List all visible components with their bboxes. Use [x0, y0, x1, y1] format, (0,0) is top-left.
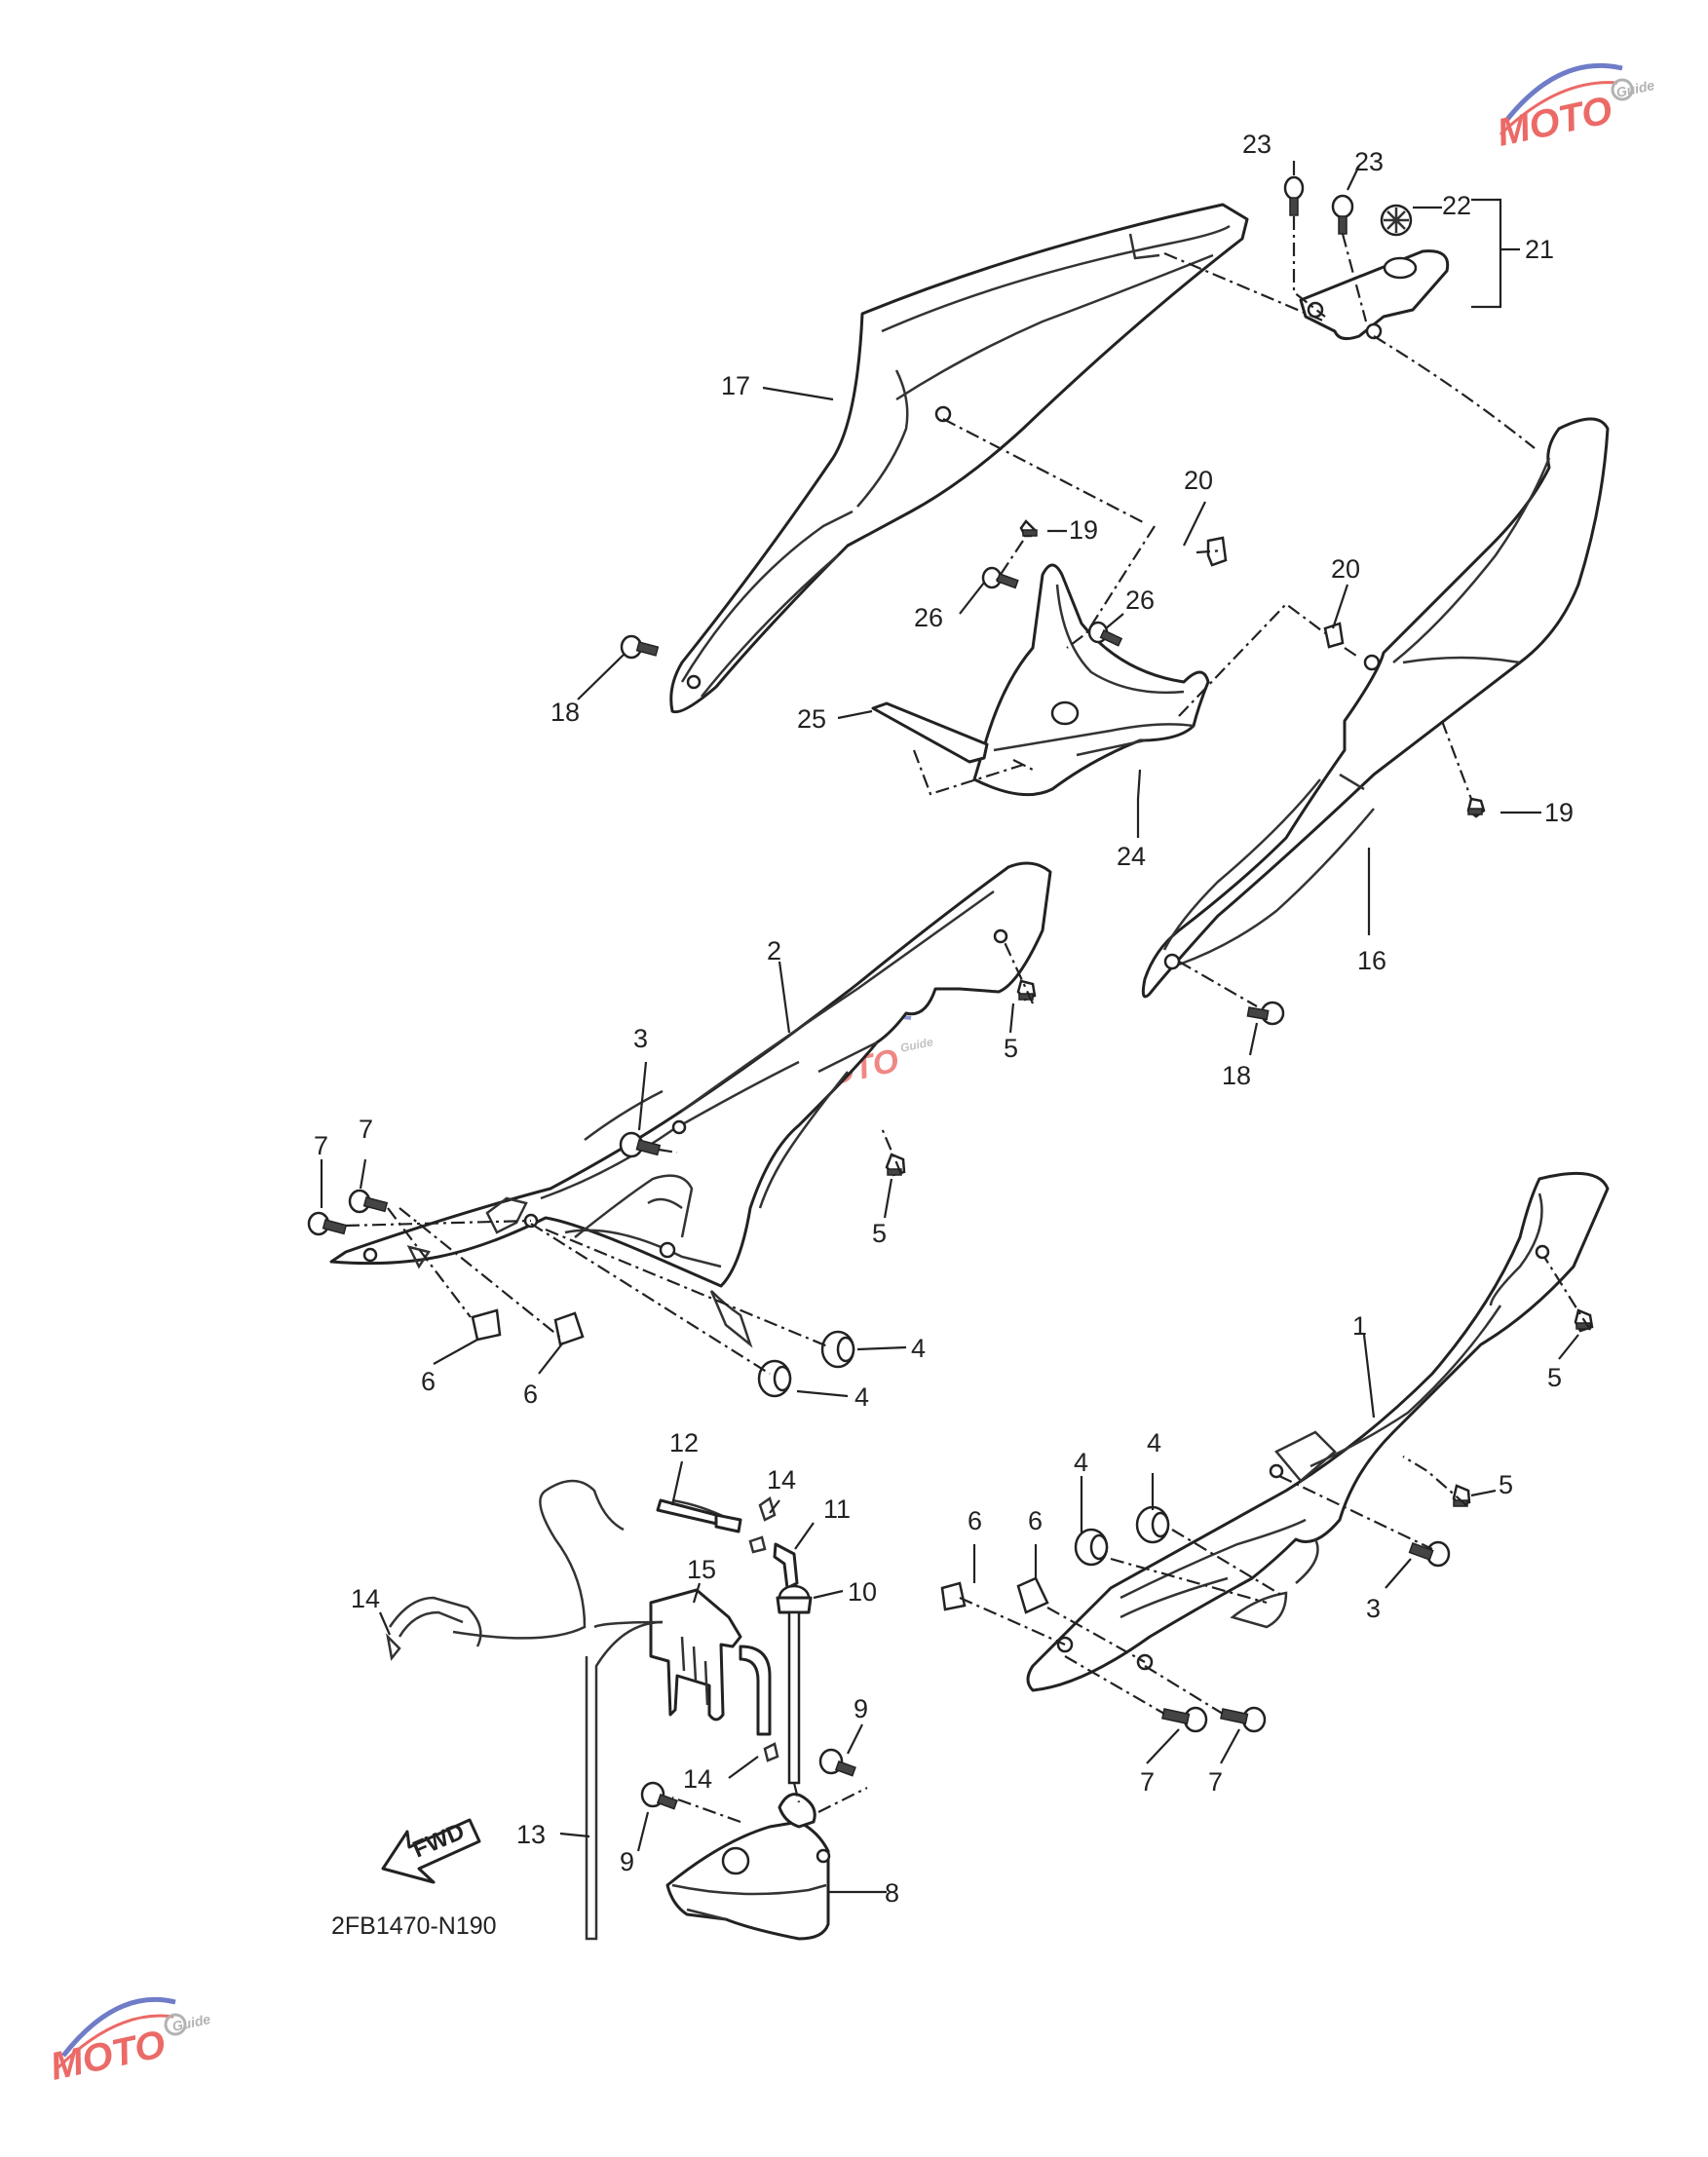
- watermark-logo-top: MOTO Guide: [1494, 62, 1656, 155]
- part-12-hose-end: [656, 1498, 742, 1533]
- callout-5b: 5: [872, 1219, 887, 1248]
- callout-5d: 5: [1499, 1470, 1513, 1499]
- callout-21: 21: [1525, 235, 1554, 264]
- callout-6c: 6: [968, 1506, 982, 1535]
- callout-5c: 5: [1547, 1363, 1562, 1392]
- part-1-side-cover: [1026, 1171, 1610, 1692]
- part-16-rear-side-cover: [1141, 417, 1610, 999]
- assembly-centerlines: [345, 216, 1591, 1824]
- callout-11: 11: [823, 1495, 851, 1524]
- callout-13: 13: [516, 1820, 546, 1849]
- part-17-rear-side-cover: [669, 203, 1249, 714]
- part-11-elbow: [773, 1542, 799, 1590]
- callout-3a: 3: [633, 1024, 648, 1053]
- part-8-canister: [665, 1793, 831, 1941]
- svg-text:MOTO: MOTO: [1494, 89, 1616, 155]
- part-2-side-cover: [329, 861, 1052, 1348]
- callout-18a: 18: [550, 698, 580, 727]
- callout-7c: 7: [1140, 1767, 1155, 1797]
- callout-4a: 4: [911, 1334, 926, 1363]
- callout-4d: 4: [1147, 1428, 1161, 1457]
- callout-17: 17: [721, 371, 750, 400]
- callout-19b: 19: [1544, 798, 1574, 827]
- callout-labels: 23 23 22 21 17 20 19 26 26 20 25 24 19 1…: [314, 130, 1574, 1908]
- hardware-bolts: [307, 175, 1594, 1810]
- callout-9b: 9: [620, 1847, 634, 1876]
- callout-16: 16: [1357, 946, 1386, 975]
- fwd-arrow-icon: FWD: [381, 1818, 481, 1884]
- part-13-pipe: [585, 1620, 664, 1941]
- callout-8: 8: [885, 1878, 899, 1908]
- callout-26b: 26: [1125, 586, 1155, 615]
- callout-14a: 14: [767, 1465, 796, 1495]
- callout-20b: 20: [1331, 554, 1360, 584]
- svg-text:Guide: Guide: [899, 1035, 934, 1055]
- callout-1: 1: [1352, 1311, 1367, 1341]
- callout-6b: 6: [523, 1380, 538, 1409]
- callout-18b: 18: [1222, 1061, 1251, 1090]
- callout-14b: 14: [351, 1584, 380, 1613]
- callout-5a: 5: [1004, 1034, 1018, 1063]
- part-21-bracket-assy: [1299, 249, 1450, 341]
- callout-19a: 19: [1069, 515, 1098, 545]
- callout-leaders: [320, 161, 1579, 1894]
- callout-14c: 14: [683, 1764, 712, 1794]
- callout-23a: 23: [1242, 130, 1272, 159]
- hose-14-left: [388, 1596, 482, 1647]
- part-24-center-cover: [972, 563, 1210, 797]
- part-25-strip: [871, 701, 989, 764]
- callout-6d: 6: [1028, 1506, 1043, 1535]
- callout-4c: 4: [1074, 1448, 1088, 1477]
- clip-14-hardware: [386, 1495, 779, 1762]
- callout-12: 12: [669, 1428, 699, 1457]
- callout-9a: 9: [854, 1694, 868, 1723]
- part-15-bracket: [649, 1588, 772, 1736]
- callout-23b: 23: [1354, 147, 1384, 176]
- callout-20a: 20: [1184, 466, 1213, 495]
- callout-22: 22: [1442, 191, 1471, 220]
- part-22-grommet: [1380, 204, 1413, 237]
- callout-6a: 6: [421, 1367, 436, 1396]
- callout-10: 10: [848, 1577, 877, 1607]
- callout-3b: 3: [1366, 1594, 1381, 1623]
- callout-26a: 26: [914, 603, 943, 632]
- callout-7d: 7: [1208, 1767, 1223, 1797]
- part-10-valve: [776, 1584, 813, 1785]
- watermark-logo-bottom: MOTO Guide: [47, 1996, 212, 2089]
- callout-25: 25: [797, 704, 826, 734]
- callout-15: 15: [687, 1555, 716, 1584]
- callout-7a: 7: [314, 1131, 328, 1160]
- callout-2: 2: [767, 936, 781, 965]
- diagram-code: 2FB1470-N190: [331, 1912, 497, 1940]
- svg-text:MOTO: MOTO: [47, 2023, 170, 2089]
- callout-7b: 7: [359, 1115, 373, 1144]
- callout-24: 24: [1117, 842, 1146, 871]
- callout-4b: 4: [854, 1382, 869, 1412]
